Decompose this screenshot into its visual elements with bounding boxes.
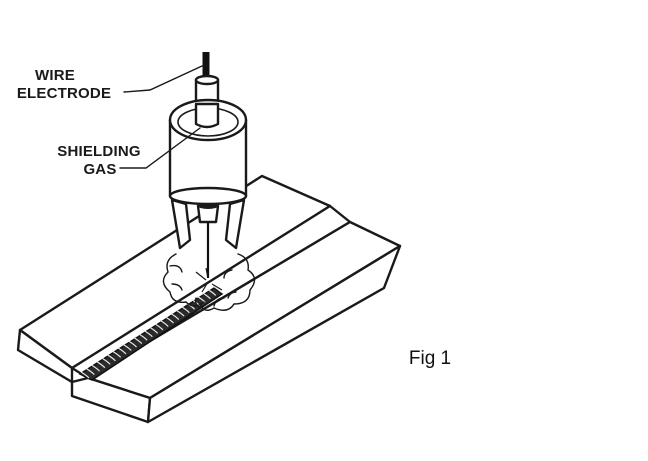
bead-ripple — [138, 333, 148, 341]
bead-ripple — [128, 340, 137, 348]
bead-ripple — [85, 368, 95, 375]
bead-ripple — [175, 309, 185, 317]
shielding-gas-cloud — [162, 253, 256, 311]
nozzle-tip-right — [224, 198, 246, 250]
bead-ripple — [144, 330, 153, 338]
welding-torch — [168, 52, 248, 278]
nozzle-tip-left — [170, 198, 192, 250]
bead-ripple — [112, 350, 122, 358]
label-shielding: SHIELDING — [57, 143, 140, 160]
bead-ripple — [133, 337, 143, 345]
bead-ripple — [207, 288, 217, 296]
bead-ripple — [117, 347, 127, 355]
right-plate-side — [146, 244, 402, 424]
bead-ripple — [170, 313, 180, 320]
leader-wire-electrode — [123, 65, 203, 93]
bead-ripple — [122, 343, 132, 351]
leader-shielding-gas — [119, 127, 201, 169]
bead-ripple — [181, 306, 190, 314]
bead-ripple — [202, 292, 211, 300]
bead-ripple — [154, 323, 164, 331]
label-wire: WIRE — [35, 67, 75, 84]
bead-ripple — [212, 285, 222, 293]
label-electrode: ELECTRODE — [17, 85, 111, 102]
figure-caption: Fig 1 — [409, 348, 451, 369]
bead-ripple — [107, 354, 116, 362]
bead-ripple — [91, 364, 100, 372]
label-gas: GAS — [83, 161, 116, 178]
bead-ripple — [165, 316, 174, 324]
bead-ripple — [159, 319, 169, 327]
bead-ripple — [96, 361, 106, 369]
weld-bead — [78, 285, 224, 381]
bead-ripple — [149, 326, 159, 334]
bead-ripple — [80, 371, 90, 379]
bead-ripple — [101, 357, 111, 365]
